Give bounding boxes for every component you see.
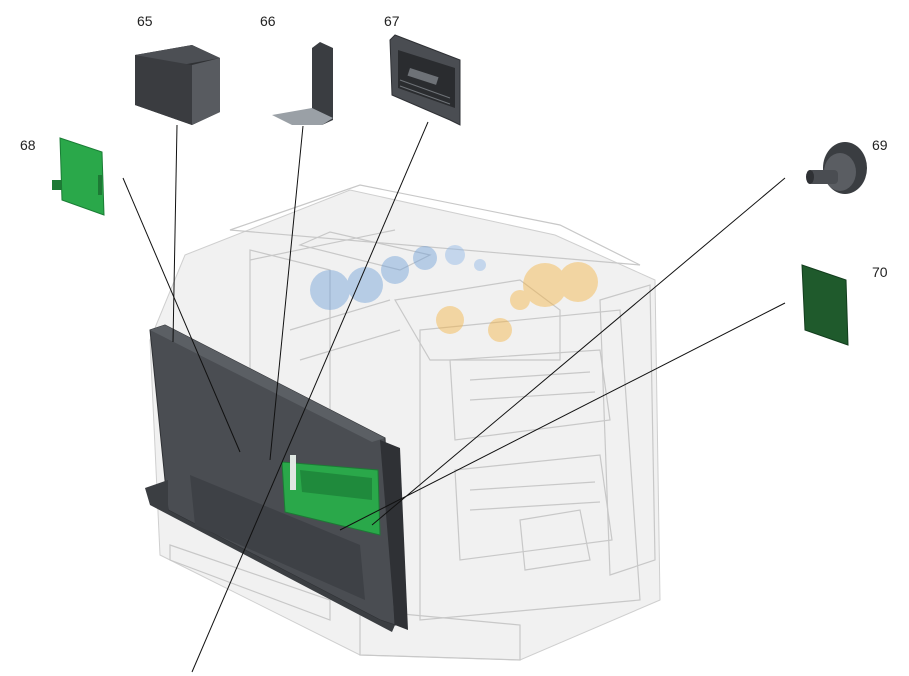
part-69-knob-screw: [806, 142, 867, 194]
formatter-cage: [145, 324, 408, 632]
leader-67: [191, 121, 429, 673]
leader-66: [269, 125, 304, 461]
callout-67: 67: [384, 13, 400, 29]
leader-65: [172, 124, 178, 343]
callout-70: 70: [872, 264, 888, 280]
part-70-dark-green-pcb: [801, 264, 849, 346]
callout-66: 66: [260, 13, 276, 29]
part-68-green-pcb: [52, 137, 105, 216]
callout-65: 65: [137, 13, 153, 29]
part-65-cover-box: [135, 45, 220, 125]
callout-labels: 65 66 67 68 69 70: [20, 13, 888, 280]
part-67-connector-panel: [389, 34, 461, 126]
callout-69: 69: [872, 137, 888, 153]
callout-68: 68: [20, 137, 36, 153]
leader-lines: [122, 121, 786, 673]
leader-68: [122, 177, 241, 453]
leader-70: [339, 302, 786, 531]
part-66-bracket: [272, 42, 333, 125]
leader-69: [371, 177, 786, 526]
watermark: [310, 245, 598, 342]
